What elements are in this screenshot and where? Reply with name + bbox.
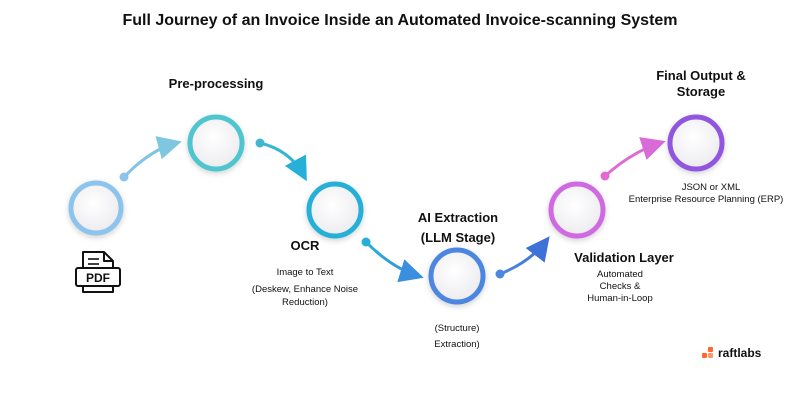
ai-extraction-desc-2: Extraction) xyxy=(434,339,480,350)
stage-node-input xyxy=(68,180,124,236)
label-preprocessing: Pre-processing xyxy=(168,76,264,91)
final-output-desc-2: Enterprise Resource Planning (ERP) xyxy=(628,194,784,205)
label-ai-extraction: AI Extraction xyxy=(417,210,499,225)
ocr-desc-2: (Deskew, Enhance Noise xyxy=(251,284,359,295)
connector-1 xyxy=(119,136,182,182)
stage-node-ai-extraction xyxy=(428,247,486,305)
label-final-output-line2: Storage xyxy=(676,84,726,99)
validation-desc-3: Human-in-Loop xyxy=(587,293,653,304)
label-ai-extraction-line2: (LLM Stage) xyxy=(420,230,496,245)
validation-desc-1: Automated xyxy=(597,269,643,280)
connector-3 xyxy=(361,237,424,283)
stage-node-preprocessing xyxy=(187,114,245,172)
connector-2 xyxy=(255,138,307,182)
stage-node-final-output xyxy=(667,114,725,172)
pdf-document-icon: PDF xyxy=(75,251,121,293)
brand-logo: raftlabs xyxy=(702,346,761,360)
final-output-desc-1: JSON or XML xyxy=(681,182,741,193)
ocr-desc-3: Reduction) xyxy=(282,297,328,308)
pdf-icon-label: PDF xyxy=(86,271,110,285)
validation-desc-2: Checks & xyxy=(599,281,641,292)
brand-name: raftlabs xyxy=(718,346,762,360)
stage-node-ocr xyxy=(306,181,364,239)
ocr-desc-1: Image to Text xyxy=(276,267,334,278)
label-validation: Validation Layer xyxy=(574,250,674,265)
stage-node-validation xyxy=(548,181,606,239)
label-final-output: Final Output & xyxy=(656,68,746,83)
connector-4 xyxy=(495,236,550,279)
diagram-title: Full Journey of an Invoice Inside an Aut… xyxy=(122,12,678,29)
brand-mark-icon xyxy=(702,347,714,359)
connector-5 xyxy=(600,137,666,181)
ai-extraction-desc-1: (Structure) xyxy=(434,323,480,334)
label-ocr: OCR xyxy=(290,238,320,253)
